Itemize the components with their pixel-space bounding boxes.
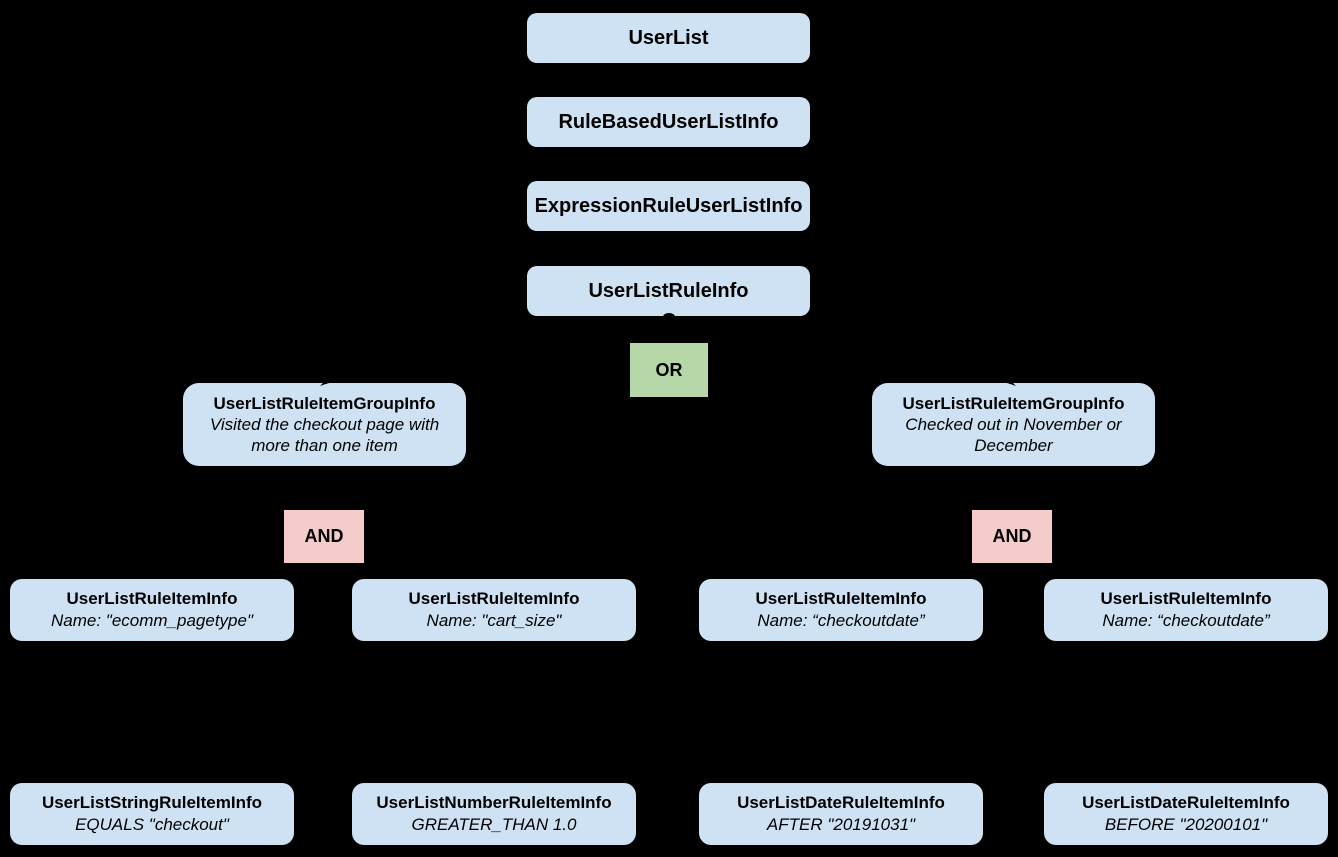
node-userlist-label: UserList <box>628 26 709 49</box>
node-ruleitem-cart-size: UserListRuleItemInfo Name: "cart_size" <box>352 579 636 641</box>
node-ruleitem-cart-size-name: Name: "cart_size" <box>426 611 562 630</box>
node-group-left-title: UserListRuleItemGroupInfo <box>213 394 436 413</box>
or-operator-node: OR <box>630 343 708 397</box>
and-operator-node-left: AND <box>284 510 364 563</box>
node-ruleitem-checkoutdate-1-title: UserListRuleItemInfo <box>755 589 927 608</box>
node-ruleitem-ecomm-pagetype-name: Name: "ecomm_pagetype" <box>51 611 253 630</box>
node-ruleitem-checkoutdate-2-name: Name: “checkoutdate” <box>1102 611 1270 630</box>
node-group-left-description: Visited the checkout page with more than… <box>209 415 440 455</box>
node-ruleitem-checkoutdate-1-name: Name: “checkoutdate” <box>757 611 925 630</box>
node-userlistruleinfo-label: UserListRuleInfo <box>588 279 749 302</box>
node-ruleitem-checkoutdate-2-title: UserListRuleItemInfo <box>1100 589 1272 608</box>
node-group-left: UserListRuleItemGroupInfo Visited the ch… <box>183 383 466 466</box>
node-dateruleitem-after: UserListDateRuleItemInfo AFTER "20191031… <box>699 783 983 845</box>
node-group-right-description: Checked out in November or December <box>905 415 1122 455</box>
node-dateruleitem-before-condition: BEFORE "20200101" <box>1104 815 1268 834</box>
node-rulebaseduserlistinfo: RuleBasedUserListInfo <box>527 97 810 147</box>
node-dateruleitem-after-condition: AFTER "20191031" <box>766 815 916 834</box>
node-group-right: UserListRuleItemGroupInfo Checked out in… <box>872 383 1155 466</box>
node-expressionruleuserlistinfo: ExpressionRuleUserListInfo <box>527 181 810 231</box>
node-numberruleitem-title: UserListNumberRuleItemInfo <box>376 793 612 812</box>
node-stringruleitem: UserListStringRuleItemInfo EQUALS "check… <box>10 783 294 845</box>
node-userlistruleinfo: UserListRuleInfo <box>527 266 810 316</box>
and-operator-left-label: AND <box>304 526 344 546</box>
node-rulebaseduserlistinfo-label: RuleBasedUserListInfo <box>558 110 779 133</box>
and-operator-node-right: AND <box>972 510 1052 563</box>
node-numberruleitem: UserListNumberRuleItemInfo GREATER_THAN … <box>352 783 636 845</box>
and-operator-right-label: AND <box>992 526 1032 546</box>
node-group-right-title: UserListRuleItemGroupInfo <box>902 394 1125 413</box>
node-ruleitem-cart-size-title: UserListRuleItemInfo <box>408 589 580 608</box>
node-expressionruleuserlistinfo-label: ExpressionRuleUserListInfo <box>534 194 803 217</box>
node-ruleitem-checkoutdate-1: UserListRuleItemInfo Name: “checkoutdate… <box>699 579 983 641</box>
node-ruleitem-ecomm-pagetype: UserListRuleItemInfo Name: "ecomm_pagety… <box>10 579 294 641</box>
node-stringruleitem-condition: EQUALS "checkout" <box>75 815 229 834</box>
node-stringruleitem-title: UserListStringRuleItemInfo <box>41 793 263 812</box>
node-dateruleitem-after-title: UserListDateRuleItemInfo <box>737 793 945 812</box>
node-dateruleitem-before-title: UserListDateRuleItemInfo <box>1082 793 1290 812</box>
node-userlist: UserList <box>527 13 810 63</box>
node-ruleitem-ecomm-pagetype-title: UserListRuleItemInfo <box>66 589 238 608</box>
node-ruleitem-checkoutdate-2: UserListRuleItemInfo Name: “checkoutdate… <box>1044 579 1328 641</box>
node-numberruleitem-condition: GREATER_THAN 1.0 <box>411 815 577 834</box>
node-dateruleitem-before: UserListDateRuleItemInfo BEFORE "2020010… <box>1044 783 1328 845</box>
or-operator-label: OR <box>655 359 683 380</box>
